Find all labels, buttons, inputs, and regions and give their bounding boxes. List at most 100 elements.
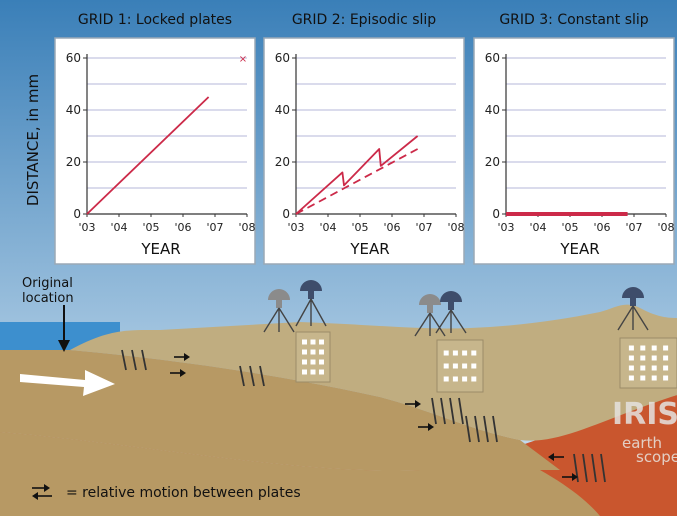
strain-tick bbox=[474, 415, 480, 443]
strain-tick bbox=[141, 349, 147, 371]
box-dot bbox=[651, 375, 657, 381]
station-dish bbox=[268, 289, 290, 300]
motion-arrow-4 bbox=[418, 423, 434, 431]
box-dot bbox=[651, 345, 657, 351]
station-mast bbox=[427, 305, 433, 313]
chart-panel-frame bbox=[54, 37, 256, 265]
x-tick-label: '03 bbox=[497, 221, 514, 234]
strain-ticks-1 bbox=[121, 349, 147, 371]
station-tripod bbox=[263, 307, 295, 333]
box-dot bbox=[663, 355, 669, 361]
earthscope-logo-line2: scope bbox=[636, 448, 677, 466]
box-dot bbox=[443, 350, 449, 356]
arrow-head bbox=[572, 473, 578, 481]
earthscope-logo-line1: earth bbox=[622, 434, 662, 452]
upper-plate bbox=[70, 304, 677, 441]
motion-arrow-2 bbox=[170, 369, 186, 377]
arrow-head bbox=[548, 453, 554, 461]
box-dot bbox=[310, 359, 316, 365]
original-location-marker: Original location bbox=[22, 276, 74, 352]
box-dot bbox=[640, 355, 646, 361]
box-dot bbox=[443, 376, 449, 382]
legend-text: = relative motion between plates bbox=[66, 485, 301, 501]
box-dot bbox=[452, 363, 458, 369]
box-dot bbox=[471, 350, 477, 356]
strain-tick bbox=[249, 365, 255, 387]
chart-panel-frame bbox=[473, 37, 675, 265]
y-tick-label: 60 bbox=[275, 51, 290, 65]
arrow-head bbox=[184, 353, 190, 361]
y-tick-label: 60 bbox=[66, 51, 81, 65]
station-dish bbox=[622, 287, 644, 298]
chart-panel-3: GRID 3: Constant slip0204060'03'04'05'06… bbox=[473, 12, 675, 265]
y-tick-label: 20 bbox=[485, 155, 500, 169]
box-dot bbox=[663, 375, 669, 381]
strain-tick bbox=[492, 415, 498, 443]
box-dot bbox=[443, 363, 449, 369]
box-dot bbox=[651, 365, 657, 371]
arrow-head bbox=[180, 369, 186, 377]
y-axis-label: DISTANCE, in mm bbox=[24, 74, 42, 206]
y-tick-label: 0 bbox=[492, 207, 500, 221]
box-dot bbox=[640, 365, 646, 371]
x-tick-label: '04 bbox=[110, 221, 127, 234]
box-dot bbox=[452, 376, 458, 382]
y-tick-label: 20 bbox=[66, 155, 81, 169]
box-dot bbox=[310, 349, 316, 355]
box-frame bbox=[619, 337, 677, 389]
station-2-box bbox=[436, 339, 484, 393]
iris-earthscope-logo: IRIS earth scope bbox=[612, 397, 677, 466]
box-dot bbox=[628, 345, 634, 351]
x-tick-label: '03 bbox=[287, 221, 304, 234]
iris-logo-text: IRIS bbox=[612, 397, 677, 432]
box-dot bbox=[640, 345, 646, 351]
y-tick-label: 40 bbox=[66, 103, 81, 117]
box-dot bbox=[628, 365, 634, 371]
motion-arrow-5 bbox=[548, 453, 564, 461]
strain-tick bbox=[591, 453, 597, 483]
x-axis-label: YEAR bbox=[349, 240, 389, 258]
station-mast bbox=[276, 300, 282, 308]
x-tick-label: '07 bbox=[206, 221, 223, 234]
arrow-head bbox=[415, 400, 421, 408]
x-tick-label: '08 bbox=[657, 221, 674, 234]
strain-ticks-4 bbox=[465, 415, 498, 443]
station-tripod bbox=[414, 312, 446, 337]
strain-tick bbox=[483, 415, 489, 443]
station-dish bbox=[440, 291, 462, 302]
box-dot bbox=[628, 355, 634, 361]
x-tick-label: '06 bbox=[593, 221, 610, 234]
arrow-head bbox=[428, 423, 434, 431]
data-series-dashed bbox=[295, 148, 419, 215]
x-axis-label: YEAR bbox=[559, 240, 599, 258]
station-tripod bbox=[295, 298, 327, 327]
gps-station-2 bbox=[435, 291, 467, 334]
box-dot bbox=[651, 355, 657, 361]
corner-marker: × bbox=[239, 54, 247, 65]
chart-title: GRID 2: Episodic slip bbox=[292, 12, 436, 28]
box-dot bbox=[319, 339, 324, 345]
upper-plate-crust bbox=[0, 350, 560, 471]
box-dot bbox=[302, 369, 307, 375]
x-tick-label: '06 bbox=[383, 221, 400, 234]
chart-panel-2: GRID 2: Episodic slip0204060'03'04'05'06… bbox=[263, 12, 465, 265]
chart-panel-frame bbox=[263, 37, 465, 265]
strain-tick bbox=[600, 453, 606, 483]
x-tick-label: '05 bbox=[351, 221, 368, 234]
strain-tick bbox=[259, 365, 265, 387]
chart-panel-1: GRID 1: Locked plates0204060'03'04'05'06… bbox=[54, 12, 256, 265]
data-series-solid bbox=[295, 135, 419, 215]
box-dot bbox=[302, 359, 307, 365]
data-series-solid bbox=[86, 96, 210, 215]
y-tick-label: 40 bbox=[275, 103, 290, 117]
strain-tick bbox=[131, 349, 137, 371]
box-dot bbox=[462, 363, 468, 369]
strain-tick bbox=[582, 453, 588, 483]
strain-tick bbox=[440, 397, 446, 425]
chart-title: GRID 1: Locked plates bbox=[78, 12, 232, 28]
x-tick-label: '03 bbox=[78, 221, 95, 234]
chart-title: GRID 3: Constant slip bbox=[499, 12, 648, 28]
box-dot bbox=[462, 376, 468, 382]
motion-arrow-1 bbox=[174, 353, 190, 361]
